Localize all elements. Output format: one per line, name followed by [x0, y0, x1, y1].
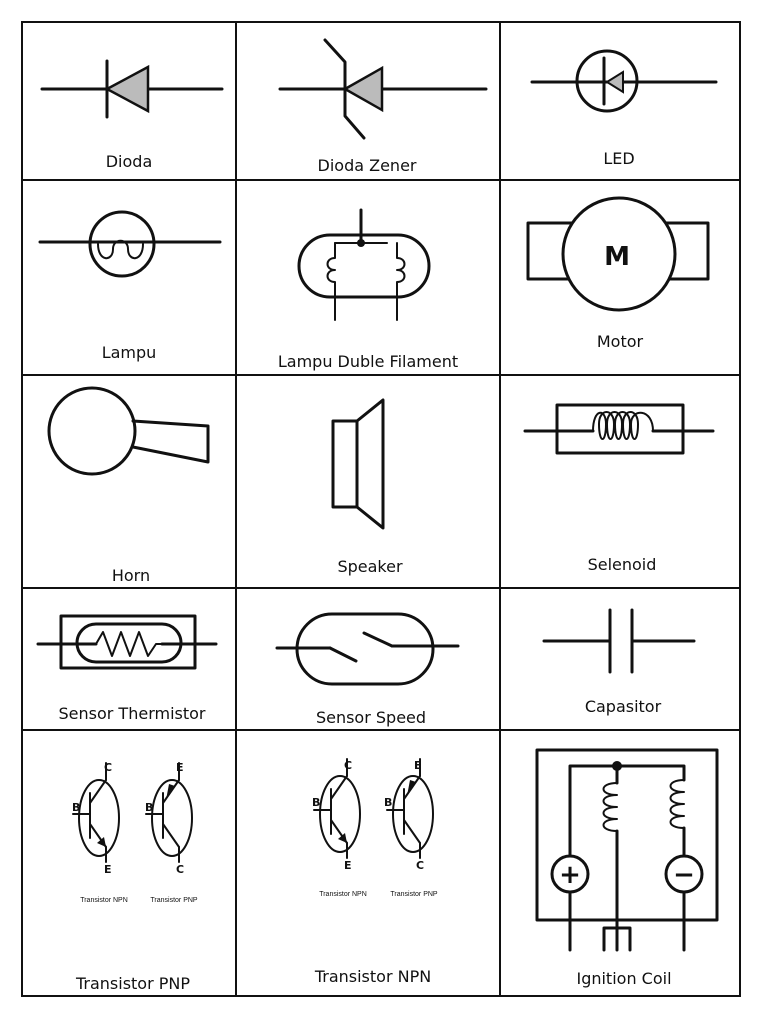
- motor-symbol: M: [526, 196, 710, 312]
- speaker-symbol: [331, 398, 385, 530]
- cell-sensor-thermistor: Sensor Thermistor: [36, 614, 218, 723]
- transistor-caption: Transistor PNP: [390, 891, 438, 898]
- symbol-label: Capasitor: [585, 697, 662, 716]
- symbol-label: LED: [603, 149, 634, 168]
- cell-lampu-duble-filament: Lampu Duble Filament: [278, 208, 458, 371]
- symbol-label: Dioda Zener: [318, 156, 417, 175]
- symbol-label: Motor: [597, 332, 644, 351]
- cell-capasitor: Capasitor: [542, 608, 696, 716]
- symbol-label: Lampu: [102, 343, 157, 362]
- capacitor-symbol: [542, 608, 696, 674]
- transistor-npn-symbol: C B E Transistor NPN: [72, 761, 128, 904]
- symbol-label: Transistor NPN: [314, 967, 431, 986]
- cell-sensor-speed: Sensor Speed: [275, 612, 460, 727]
- cell-lampu: Lampu: [38, 210, 222, 362]
- cell-transistor-pnp: C B E Transistor NPN E B C Transistor PN…: [72, 761, 198, 993]
- pin-c-label: C: [104, 761, 112, 774]
- transistor-pnp-symbol: E B C Transistor PNP: [384, 758, 438, 898]
- symbol-label: Sensor Thermistor: [59, 704, 206, 723]
- symbol-label: Speaker: [337, 557, 403, 576]
- cell-led: LED: [530, 49, 718, 168]
- horn-symbol: [47, 386, 210, 476]
- pin-e-label: E: [104, 863, 112, 876]
- diode-symbol: [40, 59, 224, 119]
- double-filament-lamp-symbol: [297, 208, 431, 321]
- thermistor-symbol: [36, 614, 218, 670]
- motor-glyph: M: [604, 242, 630, 272]
- transistor-caption: Transistor NPN: [319, 891, 367, 898]
- symbol-label: Lampu Duble Filament: [278, 352, 458, 371]
- symbol-label: Dioda: [106, 152, 153, 171]
- symbol-label: Ignition Coil: [576, 969, 671, 988]
- cell-transistor-npn: C B E Transistor NPN E B C Transistor PN…: [312, 758, 438, 986]
- pin-b-label: B: [145, 801, 153, 814]
- symbol-label: Horn: [112, 566, 150, 585]
- pin-e-label: E: [176, 761, 184, 774]
- cell-speaker: Speaker: [331, 398, 403, 576]
- pin-b-label: B: [72, 801, 80, 814]
- transistor-pnp-symbol: E B C Transistor PNP: [145, 761, 198, 904]
- zener-diode-symbol: [278, 38, 488, 140]
- speed-sensor-symbol: [275, 612, 460, 686]
- symbol-label: Selenoid: [588, 555, 657, 574]
- transistor-caption: Transistor PNP: [150, 897, 198, 904]
- plus-sign: +: [559, 860, 581, 890]
- pin-c-label: C: [344, 759, 352, 772]
- symbol-label: Sensor Speed: [316, 708, 426, 727]
- symbol-label: Transistor PNP: [75, 974, 190, 993]
- cell-horn: Horn: [47, 386, 210, 585]
- cell-ignition-coil: + − Ignition Coil: [535, 748, 719, 988]
- transistor-caption: Transistor NPN: [80, 897, 128, 904]
- cell-motor: M Motor: [526, 196, 710, 351]
- ignition-coil-symbol: + −: [535, 748, 719, 952]
- led-symbol: [530, 49, 718, 113]
- pin-c-label: C: [416, 859, 424, 872]
- pin-b-label: B: [312, 796, 320, 809]
- lamp-symbol: [38, 210, 222, 278]
- pin-e-label: E: [414, 759, 422, 772]
- solenoid-symbol: [523, 403, 715, 455]
- grid-lines: [21, 21, 741, 997]
- pin-c-label: C: [176, 863, 184, 876]
- pin-e-label: E: [344, 859, 352, 872]
- pin-b-label: B: [384, 796, 392, 809]
- cell-selenoid: Selenoid: [523, 403, 715, 574]
- cell-dioda: Dioda: [40, 59, 224, 171]
- minus-sign: −: [673, 860, 695, 890]
- transistor-npn-symbol: C B E Transistor NPN: [312, 758, 367, 898]
- cell-dioda-zener: Dioda Zener: [278, 38, 488, 175]
